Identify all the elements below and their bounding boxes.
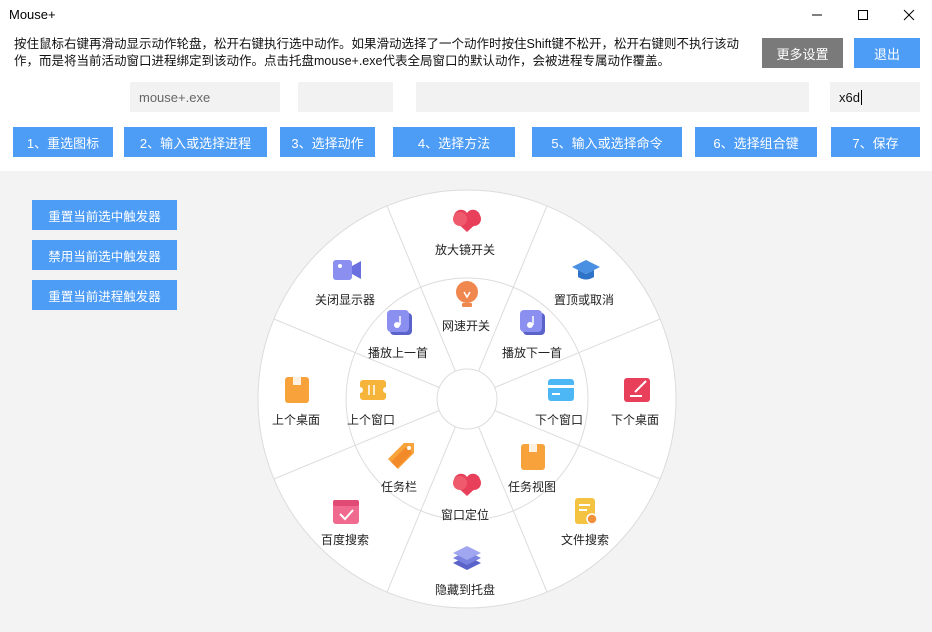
document-search-icon xyxy=(575,498,598,525)
hotkey-input[interactable]: x6d xyxy=(830,82,920,112)
wheel-item-label: 置顶或取消 xyxy=(554,293,614,307)
wheel-item-next-track[interactable]: 播放下一首 xyxy=(502,310,562,360)
wheel-item-label: 上个窗口 xyxy=(347,413,395,427)
price-tag-icon xyxy=(388,443,414,469)
wheel-item-label: 隐藏到托盘 xyxy=(435,582,495,597)
close-window-button[interactable] xyxy=(886,0,932,30)
wheel-item-label: 上个桌面 xyxy=(272,413,320,427)
disable-selected-trigger-button[interactable]: 禁用当前选中触发器 xyxy=(32,240,177,270)
window-title: Mouse+ xyxy=(9,7,56,22)
wheel-item-label: 播放上一首 xyxy=(368,345,428,360)
method-input[interactable] xyxy=(416,82,809,112)
wheel-item-pin-toggle[interactable]: 置顶或取消 xyxy=(554,260,614,307)
reset-selected-trigger-button[interactable]: 重置当前选中触发器 xyxy=(32,200,177,230)
minimize-icon xyxy=(812,14,822,16)
wheel-item-previous-track[interactable]: 播放上一首 xyxy=(368,310,428,360)
outer-divider-line xyxy=(386,510,422,593)
wheel-item-label: 任务视图 xyxy=(508,479,556,494)
wheel-item-label: 下个窗口 xyxy=(535,413,583,427)
wheel-item-label: 文件搜索 xyxy=(561,532,609,547)
wheel-center xyxy=(436,368,498,430)
outer-divider-line xyxy=(273,318,356,354)
wheel-item-label: 播放下一首 xyxy=(502,345,562,360)
outer-divider-line xyxy=(578,318,661,354)
wheel-item-label: 窗口定位 xyxy=(441,507,489,522)
music-note-icon xyxy=(520,310,545,335)
inner-divider-line xyxy=(355,352,440,388)
step-select-hotkey-button[interactable]: 6、选择组合键 xyxy=(695,127,817,157)
music-note-icon xyxy=(387,310,412,335)
folder-box-icon xyxy=(521,444,545,470)
graduation-cap-icon xyxy=(572,260,600,280)
edit-note-icon xyxy=(624,378,650,402)
ticket-icon xyxy=(357,380,389,400)
action-input[interactable] xyxy=(298,82,393,112)
close-icon xyxy=(903,9,915,21)
inner-divider-line xyxy=(478,287,514,372)
wheel-item-label: 网速开关 xyxy=(442,319,490,333)
step-select-method-button[interactable]: 4、选择方法 xyxy=(393,127,515,157)
wheel-item-baidu-search[interactable]: 百度搜索 xyxy=(321,500,369,547)
wheel-item-taskbar[interactable]: 任务栏 xyxy=(381,443,417,494)
wheel-item-next-desktop[interactable]: 下个桌面 xyxy=(611,378,659,427)
wheel-item-hide-to-tray[interactable]: 隐藏到托盘 xyxy=(435,546,495,597)
step-save-button[interactable]: 7、保存 xyxy=(831,127,920,157)
inner-divider-line xyxy=(420,287,456,372)
outer-ring-dividers xyxy=(273,205,661,593)
heart-cloud-icon xyxy=(453,209,481,232)
maximize-icon xyxy=(858,10,868,20)
step-select-process-button[interactable]: 2、输入或选择进程 xyxy=(124,127,267,157)
folder-box-icon xyxy=(285,377,309,403)
exit-button[interactable]: 退出 xyxy=(854,38,920,68)
wheel-item-next-window[interactable]: 下个窗口 xyxy=(535,379,583,427)
calendar-check-icon xyxy=(333,500,359,524)
wheel-item-task-view[interactable]: 任务视图 xyxy=(508,444,556,494)
lightbulb-icon xyxy=(456,281,478,307)
text-caret xyxy=(860,89,862,105)
process-input[interactable]: mouse+.exe xyxy=(130,82,280,112)
minimize-button[interactable] xyxy=(794,0,840,30)
maximize-button[interactable] xyxy=(840,0,886,30)
wheel-item-window-locate[interactable]: 窗口定位 xyxy=(441,473,489,522)
instructions-text: 按住鼠标右键再滑动显示动作轮盘，松开右键执行选中动作。如果滑动选择了一个动作时按… xyxy=(14,37,740,68)
heart-cloud-icon xyxy=(453,473,481,496)
wheel-item-turn-off-display[interactable]: 关闭显示器 xyxy=(315,260,375,307)
outer-divider-line xyxy=(512,510,548,593)
card-window-icon xyxy=(548,379,574,401)
inner-divider-line xyxy=(494,410,579,446)
step-reselect-icon-button[interactable]: 1、重选图标 xyxy=(13,127,113,157)
wheel-item-label: 下个桌面 xyxy=(611,413,659,427)
wheel-item-label: 放大镜开关 xyxy=(435,242,495,257)
wheel-item-previous-desktop[interactable]: 上个桌面 xyxy=(272,377,320,427)
inner-divider-line xyxy=(478,426,514,511)
outer-divider-line xyxy=(512,205,548,288)
title-bar: Mouse+ xyxy=(0,0,932,30)
wheel-item-label: 百度搜索 xyxy=(321,532,369,547)
wheel-item-previous-window[interactable]: 上个窗口 xyxy=(347,380,395,427)
wheel-item-magnifier-toggle[interactable]: 放大镜开关 xyxy=(435,209,495,257)
wheel-item-label: 任务栏 xyxy=(381,479,417,494)
wheel-item-file-search[interactable]: 文件搜索 xyxy=(561,498,609,547)
step-select-command-button[interactable]: 5、输入或选择命令 xyxy=(532,127,682,157)
reset-process-trigger-button[interactable]: 重置当前进程触发器 xyxy=(32,280,177,310)
outer-divider-line xyxy=(386,205,422,288)
inner-divider-line xyxy=(420,426,456,511)
wheel-item-label: 关闭显示器 xyxy=(315,293,375,307)
wheel-item-net-speed-toggle[interactable]: 网速开关 xyxy=(442,281,490,333)
inner-divider-line xyxy=(494,352,579,388)
inner-divider-line xyxy=(355,410,440,446)
inner-ring-dividers xyxy=(355,287,579,511)
video-camera-icon xyxy=(333,260,361,280)
outer-divider-line xyxy=(273,444,356,480)
more-settings-button[interactable]: 更多设置 xyxy=(762,38,843,68)
outer-divider-line xyxy=(578,444,661,480)
step-select-action-button[interactable]: 3、选择动作 xyxy=(280,127,375,157)
layers-icon xyxy=(453,546,481,570)
